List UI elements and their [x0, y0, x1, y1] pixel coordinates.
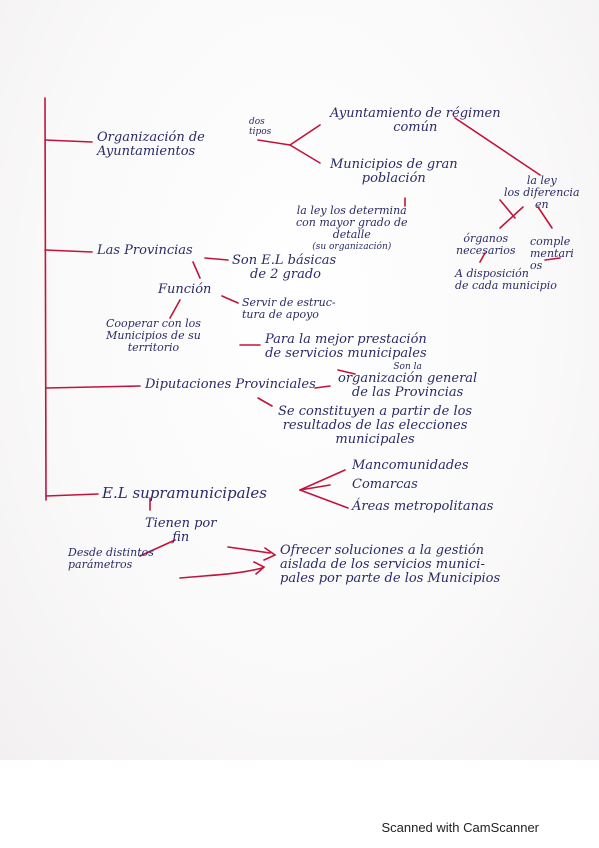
text-line: tipos — [249, 127, 272, 137]
text-line: fin — [172, 530, 190, 545]
text-line: órganos — [463, 232, 509, 245]
text-line: complementarios — [530, 235, 574, 272]
provincias-node: Las Provincias — [97, 243, 193, 258]
organos-node: órganos necesarios — [456, 233, 516, 257]
connector-lines — [44, 97, 561, 579]
text-line: Servir de estruc- — [242, 296, 336, 309]
supramunicipales-node: E.L supramunicipales — [102, 484, 267, 502]
text-line: con mayor grado de — [296, 216, 408, 229]
diputaciones-node: Diputaciones Provinciales — [145, 377, 316, 392]
text-line: Ayuntamientos — [97, 144, 196, 159]
text-line: la ley los determina — [296, 204, 407, 217]
text-line: Organización de — [97, 130, 205, 145]
tienen-fin-node: Tienen por fin — [145, 517, 216, 545]
text-line: detalle — [332, 228, 371, 241]
text-line: de cada municipio — [455, 279, 557, 292]
text-line: Son E.L básicas — [232, 253, 337, 268]
text-line: de 2 grado — [250, 267, 321, 282]
text-line: Se constituyen a partir de los — [278, 404, 473, 419]
gran-poblacion-node: Municipios de gran población — [330, 158, 458, 186]
text-line: parámetros — [68, 558, 133, 571]
text-line: territorio — [127, 341, 180, 354]
text-line: tura de apoyo — [242, 308, 319, 321]
text-line: municipales — [335, 432, 415, 447]
servir-node: Servir de estruc- tura de apoyo — [242, 297, 336, 321]
comarcas-node: Comarcas — [352, 477, 418, 492]
text-line: Municipios de su — [106, 329, 201, 342]
text-line: en — [534, 198, 549, 211]
funcion-node: Función — [158, 282, 212, 297]
text-line: Para la mejor prestación — [265, 332, 427, 347]
ley-diferencia-note: la ley los diferencia en — [504, 175, 580, 211]
text-line: Tienen por — [145, 516, 217, 531]
mejor-prestacion-node: Para la mejor prestación de servicios mu… — [265, 333, 427, 361]
organizacion-general-node: Son la organización general de las Provi… — [338, 362, 477, 400]
text-line: la ley — [526, 174, 557, 187]
text-line: los diferencia — [504, 186, 580, 199]
text-line: (su organización) — [312, 242, 392, 252]
text-line: Son la — [393, 362, 422, 372]
text-line: población — [361, 171, 426, 186]
text-line: resultados de las elecciones — [282, 418, 468, 433]
mancomunidades-node: Mancomunidades — [352, 458, 469, 473]
text-line: A disposición — [455, 267, 529, 280]
son-el-node: Son E.L básicas de 2 grado — [232, 254, 336, 282]
text-line: dos — [249, 117, 265, 127]
ofrecer-node: Ofrecer soluciones a la gestión aislada … — [280, 544, 500, 586]
text-line: necesarios — [456, 244, 516, 257]
text-line: Desde distintos — [68, 546, 154, 559]
organizacion-node: Organización de Ayuntamientos — [97, 131, 205, 159]
regimen-comun-node: Ayuntamiento de régimen común — [330, 107, 501, 135]
complementarios-node: complementarios — [530, 236, 578, 272]
notebook-page — [0, 0, 599, 760]
text-line: Ofrecer soluciones a la gestión — [280, 543, 485, 558]
text-line: de las Provincias — [351, 385, 464, 400]
se-constituyen-node: Se constituyen a partir de los resultado… — [278, 405, 472, 447]
cooperar-node: Cooperar con los Municipios de su territ… — [106, 318, 201, 354]
text-line: organización general — [338, 371, 478, 386]
camscanner-watermark: Scanned with CamScanner — [381, 820, 539, 835]
text-line: pales por parte de los Municipios — [280, 571, 501, 586]
parametros-node: Desde distintos parámetros — [68, 547, 154, 571]
ley-determina-note: la ley los determina con mayor grado de … — [296, 205, 408, 253]
dos-tipos-note: dos tipos — [249, 117, 271, 137]
text-line: de servicios municipales — [265, 346, 427, 361]
a-disposicion-node: A disposición de cada municipio — [455, 268, 565, 292]
text-line: aislada de los servicios munici- — [280, 557, 485, 572]
text-line: común — [393, 120, 438, 135]
areas-node: Áreas metropolitanas — [352, 499, 494, 514]
text-line: Ayuntamiento de régimen — [330, 106, 501, 121]
text-line: Cooperar con los — [106, 317, 201, 330]
text-line: Municipios de gran — [330, 157, 458, 172]
